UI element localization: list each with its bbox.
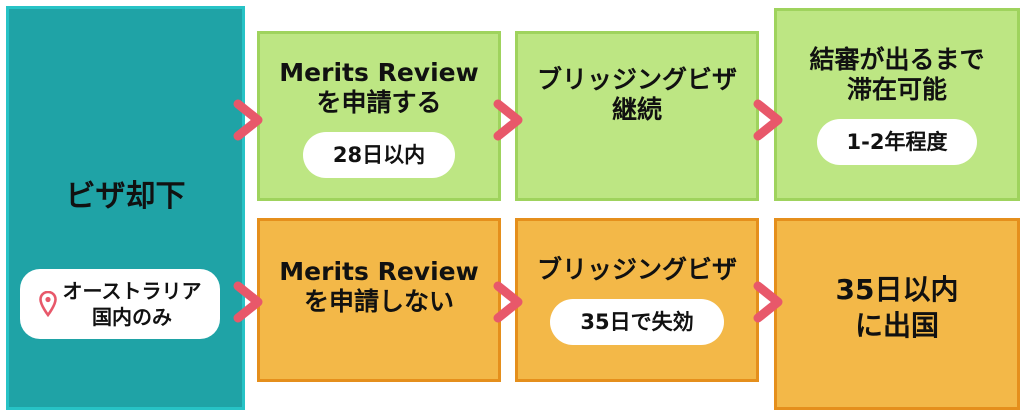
deadline-badge: 28日以内 <box>302 132 456 178</box>
step-no-review: Merits Review を申請しない <box>257 218 501 382</box>
expiry-badge: 35日で失効 <box>550 299 724 345</box>
chevron-right-icon <box>493 281 523 323</box>
start-title: ビザ却下 <box>65 179 186 214</box>
map-pin-icon <box>38 291 57 317</box>
chevron-right-icon <box>493 99 523 141</box>
location-label: オーストラリア 国内のみ <box>62 279 202 329</box>
chevron-right-icon <box>753 281 783 323</box>
step-title: 結審が出るまで 滞在可能 <box>809 44 985 104</box>
step-apply-review: Merits Review を申請する 28日以内 <box>257 31 501 201</box>
step-title: ブリッジングビザ 継続 <box>536 65 737 124</box>
start-node: ビザ却下 <box>6 6 245 410</box>
chevron-right-icon <box>233 281 263 323</box>
step-title: ブリッジングビザ <box>536 255 737 284</box>
duration-badge: 1-2年程度 <box>816 118 978 165</box>
step-title: Merits Review を申請する <box>279 58 479 117</box>
step-stay-until-decision: 結審が出るまで 滞在可能 1-2年程度 <box>774 8 1020 201</box>
chevron-right-icon <box>753 99 783 141</box>
location-badge: オーストラリア 国内のみ <box>20 269 220 339</box>
step-title: 35日以内 に出国 <box>835 273 959 342</box>
step-bridging-expire: ブリッジングビザ 35日で失効 <box>515 218 759 382</box>
step-title: Merits Review を申請しない <box>279 257 479 316</box>
step-bridging-continue: ブリッジングビザ 継続 <box>515 31 759 201</box>
step-depart: 35日以内 に出国 <box>774 218 1020 410</box>
chevron-right-icon <box>233 99 263 141</box>
